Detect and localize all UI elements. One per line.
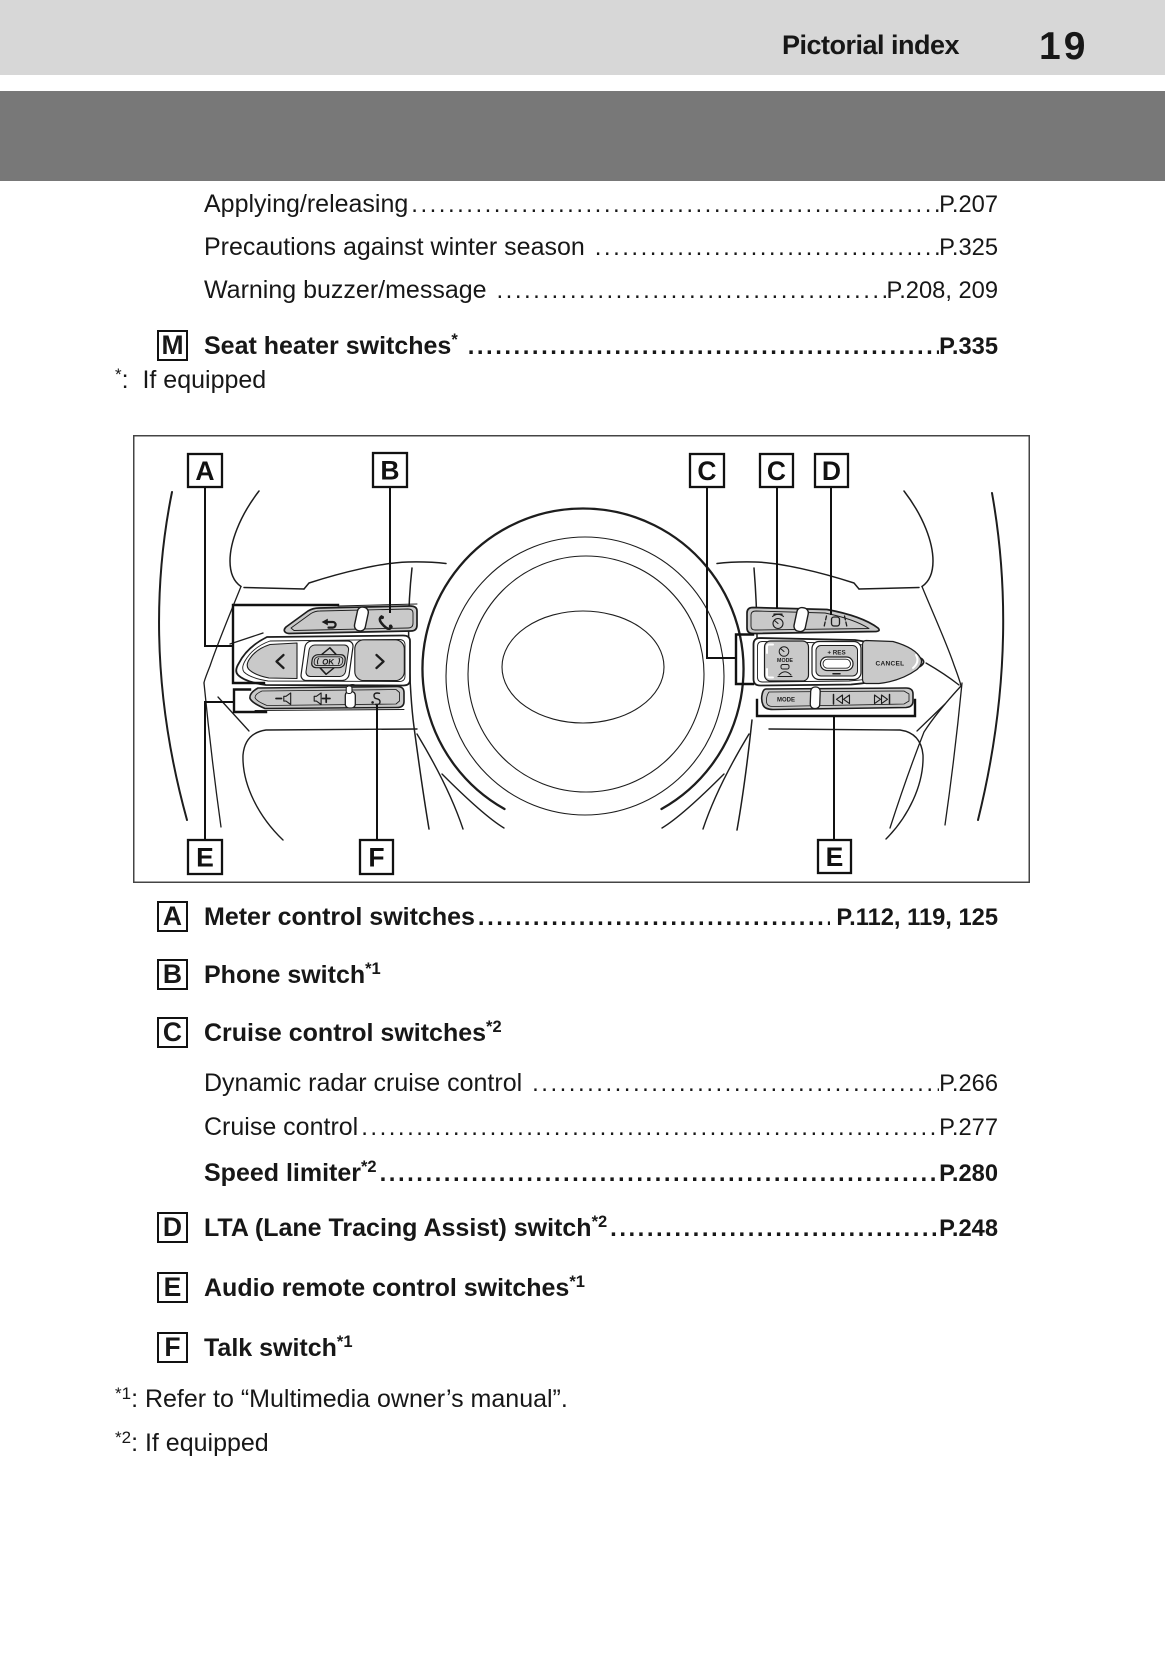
svg-text:CANCEL: CANCEL: [876, 661, 905, 668]
svg-text:OK: OK: [322, 657, 335, 666]
svg-text:C: C: [767, 456, 786, 486]
svg-text:E: E: [196, 843, 214, 873]
svg-text:D: D: [822, 456, 841, 486]
svg-text:F: F: [368, 843, 384, 873]
svg-text:MODE: MODE: [777, 658, 793, 664]
svg-text:C: C: [697, 456, 716, 486]
svg-text:B: B: [380, 456, 399, 486]
svg-text:+ RES: + RES: [827, 650, 845, 657]
svg-text:A: A: [195, 456, 214, 486]
svg-text:MODE: MODE: [777, 698, 795, 704]
svg-text:E: E: [826, 842, 844, 872]
